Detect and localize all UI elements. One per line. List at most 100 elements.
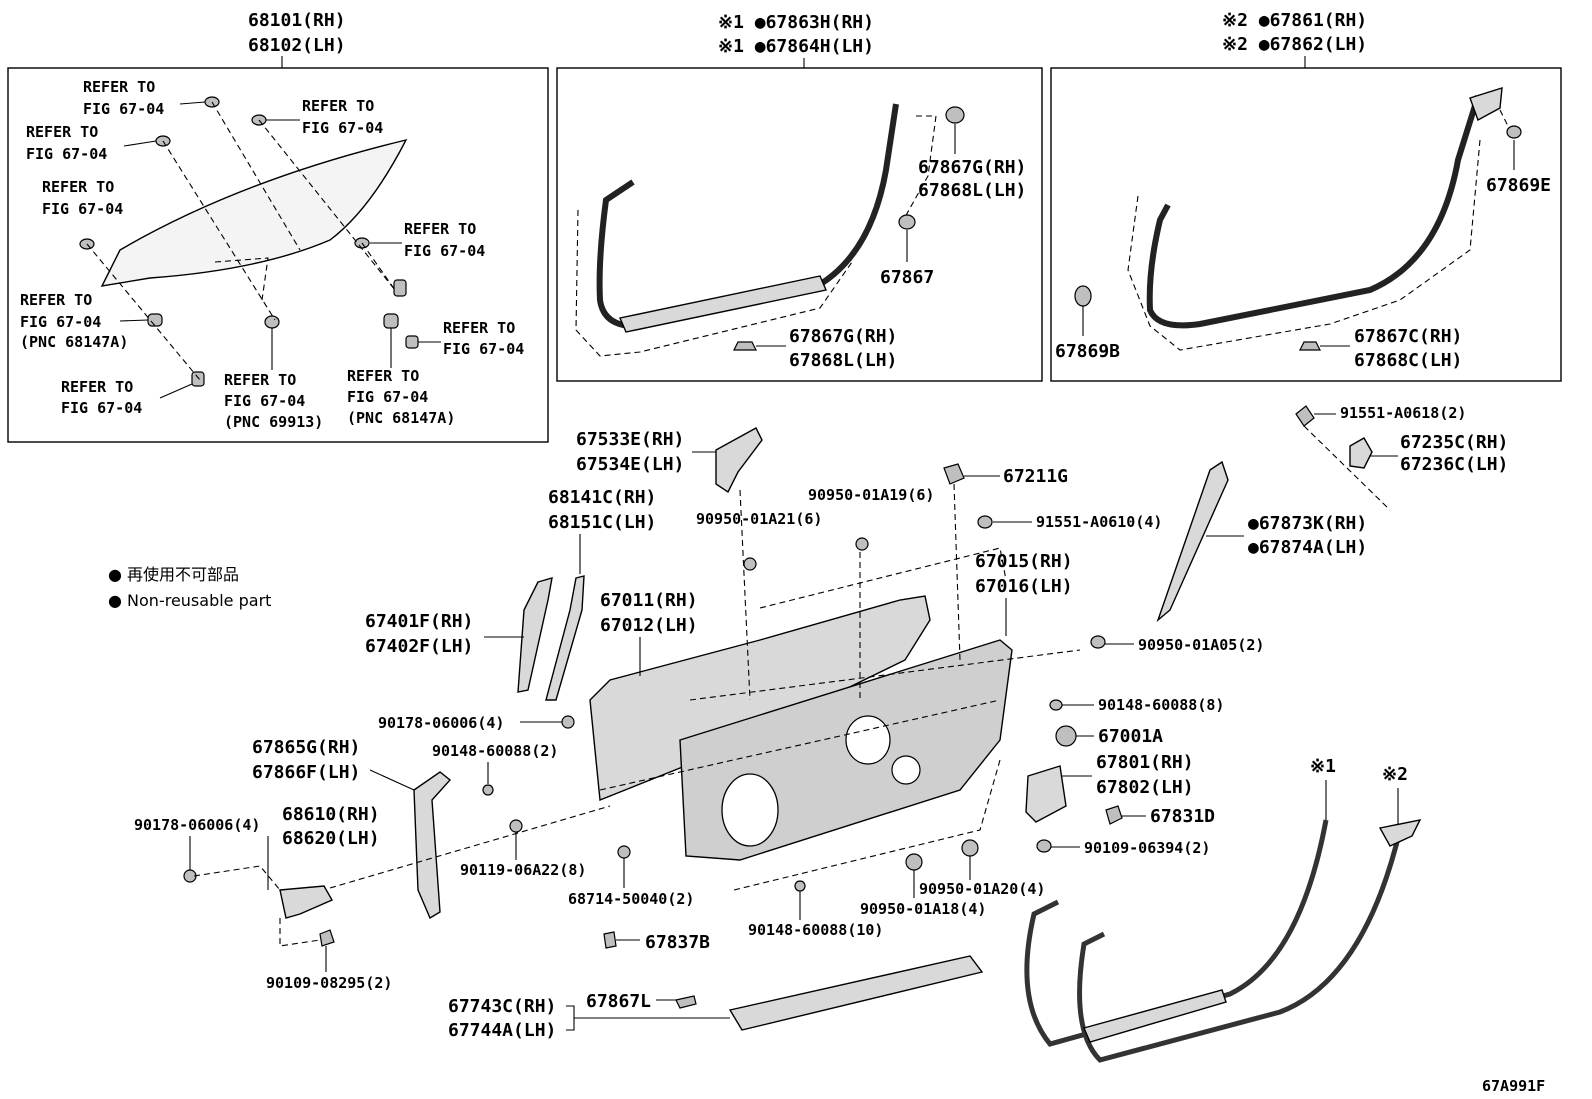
ws1-clip-mid[interactable] xyxy=(898,214,916,230)
label-90178-06006-a[interactable]: 90178-06006(4) xyxy=(378,714,504,732)
label-67012[interactable]: 67012(LH) xyxy=(600,615,698,636)
label-91551-a0618[interactable]: 91551-A0618(2) xyxy=(1340,404,1466,422)
ws1-clip-bottom[interactable] xyxy=(733,341,757,351)
ws2-label-67869b[interactable]: 67869B xyxy=(1055,341,1120,362)
label-67235c[interactable]: 67235C(RH) xyxy=(1400,432,1508,453)
label-67534e[interactable]: 67534E(LH) xyxy=(576,454,684,475)
glass-bolt-3[interactable] xyxy=(191,371,205,387)
refer-label-8[interactable]: REFER TO FIG 67-04 xyxy=(61,378,142,417)
ws2-label-67869e[interactable]: 67869E xyxy=(1486,175,1551,196)
part-67801[interactable] xyxy=(1025,765,1067,823)
label-67873k[interactable]: ●67873K(RH) xyxy=(1248,513,1367,534)
label-67016[interactable]: 67016(LH) xyxy=(975,576,1073,597)
part-67401f[interactable] xyxy=(517,577,553,693)
door-glass[interactable] xyxy=(100,138,408,287)
label-68610[interactable]: 68610(RH) xyxy=(282,804,380,825)
part-90119-06a22[interactable] xyxy=(509,819,523,833)
door-outer-panel[interactable] xyxy=(589,595,931,801)
refer-label-9[interactable]: REFER TO FIG 67-04 (PNC 69913) xyxy=(224,371,323,431)
label-68714-50040[interactable]: 68714-50040(2) xyxy=(568,890,694,908)
bottom-strip-2[interactable] xyxy=(1077,829,1403,1063)
part-90950-01a21[interactable] xyxy=(743,557,757,571)
glass-title-lh[interactable]: 68102(LH) xyxy=(248,35,346,56)
label-67802[interactable]: 67802(LH) xyxy=(1096,777,1194,798)
label-90950-01a19[interactable]: 90950-01A19(6) xyxy=(808,486,934,504)
glass-clip-6[interactable] xyxy=(264,315,280,329)
label-68151c[interactable]: 68151C(LH) xyxy=(548,512,656,533)
ws1-label-67867[interactable]: 67867 xyxy=(880,267,934,288)
label-67743c[interactable]: 67743C(RH) xyxy=(448,996,556,1017)
part-68141c[interactable] xyxy=(545,575,585,701)
ws1-label-67868l-lh-b[interactable]: 67868L(LH) xyxy=(789,350,897,371)
ws1-clip-top[interactable] xyxy=(945,106,965,124)
label-67402f[interactable]: 67402F(LH) xyxy=(365,636,473,657)
part-67867l[interactable] xyxy=(675,995,697,1009)
refer-label-4[interactable]: REFER TO FIG 67-04 xyxy=(42,178,123,218)
glass-bolt-1[interactable] xyxy=(393,279,407,297)
part-90148-60088-10[interactable] xyxy=(794,880,806,892)
part-90950-01a20[interactable] xyxy=(961,839,979,857)
part-67873k[interactable] xyxy=(1156,460,1229,623)
part-68714-50040[interactable] xyxy=(617,845,631,859)
glass-bolt-2[interactable] xyxy=(405,335,419,349)
part-90950-01a19[interactable] xyxy=(855,537,869,551)
part-67211g[interactable] xyxy=(943,463,965,485)
label-90950-01a18[interactable]: 90950-01A18(4) xyxy=(860,900,986,918)
label-67744a[interactable]: 67744A(LH) xyxy=(448,1020,556,1041)
ws1-label-67868l-lh[interactable]: 67868L(LH) xyxy=(918,180,1026,201)
refer-label-7[interactable]: REFER TO FIG 67-04 xyxy=(443,319,524,358)
ws2-label-67867c-rh[interactable]: 67867C(RH) xyxy=(1354,326,1462,347)
refer-label-10[interactable]: REFER TO FIG 67-04 (PNC 68147A) xyxy=(347,367,455,427)
glass-title-rh[interactable]: 68101(RH) xyxy=(248,10,346,31)
mark-2[interactable]: ※2 xyxy=(1382,764,1408,785)
part-67837b[interactable] xyxy=(603,931,617,949)
label-90119-06a22[interactable]: 90119-06A22(8) xyxy=(460,861,586,879)
ws1-strip[interactable] xyxy=(596,103,899,330)
ws1-label-67867g-rh[interactable]: 67867G(RH) xyxy=(918,157,1026,178)
ws1-title-rh[interactable]: ※1 ●67863H(RH) xyxy=(718,12,874,33)
ws2-strip[interactable] xyxy=(1146,95,1481,329)
label-90109-08295[interactable]: 90109-08295(2) xyxy=(266,974,392,992)
label-67801[interactable]: 67801(RH) xyxy=(1096,752,1194,773)
label-90178-06006-b[interactable]: 90178-06006(4) xyxy=(134,816,260,834)
ws1-label-67867g-rh-b[interactable]: 67867G(RH) xyxy=(789,326,897,347)
part-90109-08295[interactable] xyxy=(319,929,335,947)
label-67866f[interactable]: 67866F(LH) xyxy=(252,762,360,783)
label-67533e[interactable]: 67533E(RH) xyxy=(576,429,684,450)
part-67001a[interactable] xyxy=(1055,725,1077,747)
label-67837b[interactable]: 67837B xyxy=(645,932,710,953)
label-67236c[interactable]: 67236C(LH) xyxy=(1400,454,1508,475)
label-67211g[interactable]: 67211G xyxy=(1003,466,1068,487)
mark-1[interactable]: ※1 xyxy=(1310,756,1336,777)
part-68610[interactable] xyxy=(279,885,333,919)
ws1-title-lh[interactable]: ※1 ●67864H(LH) xyxy=(718,36,874,57)
part-90950-01a18[interactable] xyxy=(905,853,923,871)
ws2-title-lh[interactable]: ※2 ●67862(LH) xyxy=(1222,34,1367,55)
part-90148-60088-8[interactable] xyxy=(1049,699,1063,711)
label-90950-01a20[interactable]: 90950-01A20(4) xyxy=(919,880,1045,898)
part-90148-60088-2[interactable] xyxy=(482,784,494,796)
ws2-clip-top[interactable] xyxy=(1506,125,1522,139)
label-68141c[interactable]: 68141C(RH) xyxy=(548,487,656,508)
ws2-label-67868c-lh[interactable]: 67868C(LH) xyxy=(1354,350,1462,371)
refer-label-3[interactable]: REFER TO FIG 67-04 xyxy=(26,123,107,163)
ws2-title-rh[interactable]: ※2 ●67861(RH) xyxy=(1222,10,1367,31)
label-90950-01a21[interactable]: 90950-01A21(6) xyxy=(696,510,822,528)
part-90109-06394[interactable] xyxy=(1036,839,1052,853)
part-91551-a0610[interactable] xyxy=(977,515,993,529)
ws2-clip-bottom[interactable] xyxy=(1299,341,1321,351)
bottom-strip-1[interactable] xyxy=(1024,819,1329,1047)
label-90148-60088-10[interactable]: 90148-60088(10) xyxy=(748,921,883,939)
label-67831d[interactable]: 67831D xyxy=(1150,806,1215,827)
label-68620[interactable]: 68620(LH) xyxy=(282,828,380,849)
label-67867l[interactable]: 67867L xyxy=(586,991,651,1012)
label-67401f[interactable]: 67401F(RH) xyxy=(365,611,473,632)
label-90950-01a05[interactable]: 90950-01A05(2) xyxy=(1138,636,1264,654)
refer-label-1[interactable]: REFER TO FIG 67-04 xyxy=(83,78,164,118)
label-91551-a0610[interactable]: 91551-A0610(4) xyxy=(1036,513,1162,531)
part-67865g[interactable] xyxy=(413,771,452,920)
glass-stopper-1[interactable] xyxy=(147,313,163,327)
label-67015[interactable]: 67015(RH) xyxy=(975,551,1073,572)
part-67235c[interactable] xyxy=(1349,437,1373,469)
part-67743c[interactable] xyxy=(728,955,984,1031)
